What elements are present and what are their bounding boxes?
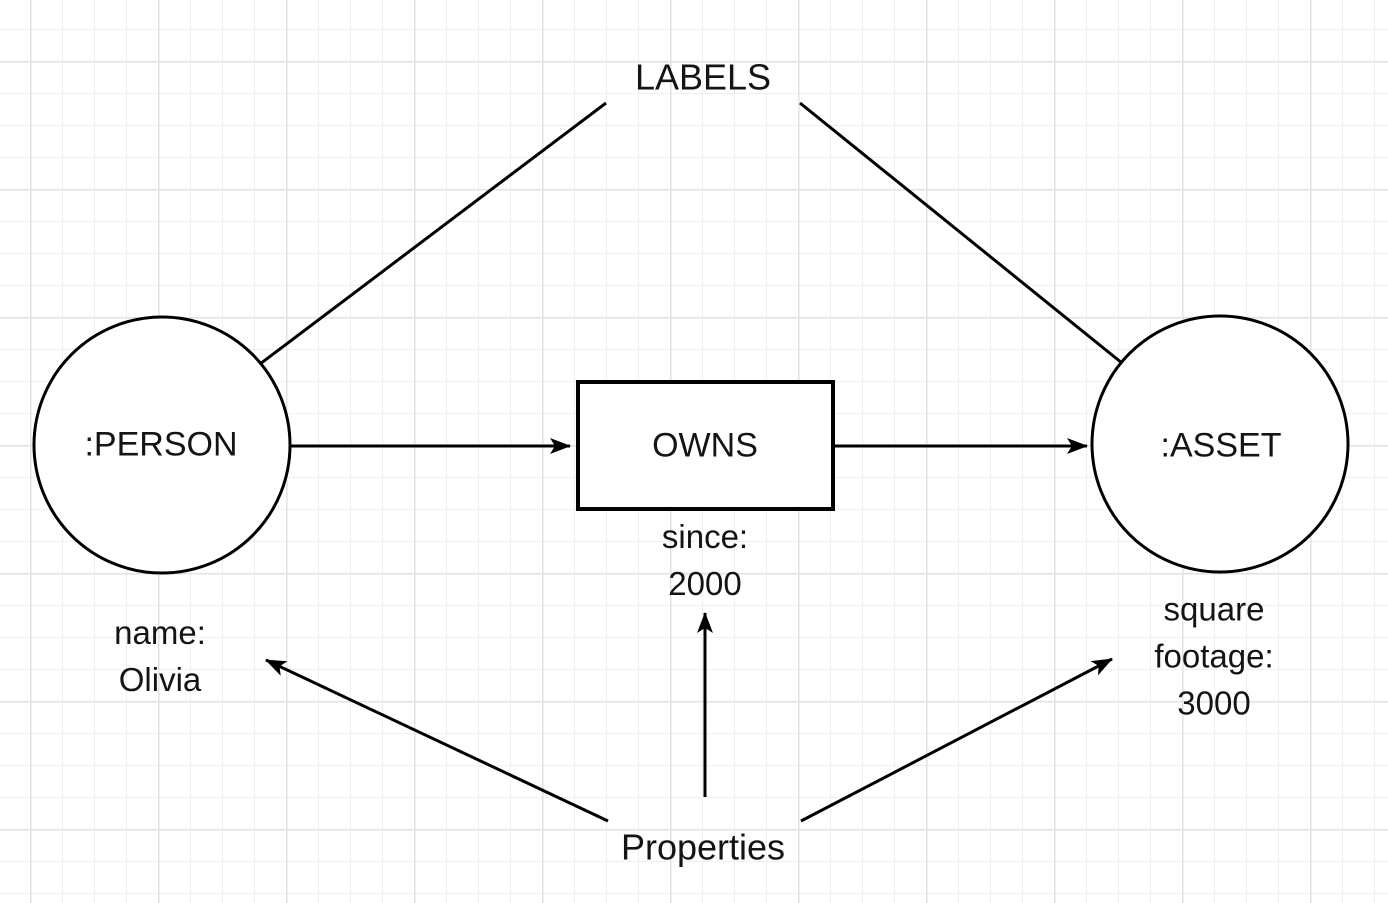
properties-annotation: Properties: [620, 826, 786, 868]
asset-node-circle: [1090, 314, 1350, 574]
person-node-label: :PERSON: [84, 425, 238, 464]
properties-to-footage-arrow: [800, 657, 1113, 823]
owns-relationship-box: [576, 380, 835, 511]
owns-relationship-label: OWNS: [652, 426, 758, 465]
person-node-circle: [32, 315, 292, 575]
labels-to-person-arrow: [198, 101, 607, 412]
asset-property-line: footage:: [1154, 637, 1274, 675]
owns-properties-label: since: 2000: [662, 513, 748, 607]
asset-properties-label: square footage: 3000: [1154, 586, 1273, 727]
properties-to-name-arrow: [265, 658, 609, 823]
asset-property-line: 3000: [1177, 684, 1251, 722]
owns-property-line: since:: [661, 518, 749, 555]
labels-to-asset-arrow: [799, 101, 1180, 411]
person-properties-label: name: Olivia: [114, 609, 206, 703]
person-property-line: Olivia: [118, 661, 202, 698]
asset-property-line: square: [1163, 590, 1265, 628]
person-property-line: name:: [114, 614, 206, 651]
asset-node-label: :ASSET: [1160, 426, 1282, 465]
owns-property-line: 2000: [668, 565, 742, 602]
labels-annotation: LABELS: [634, 56, 772, 98]
